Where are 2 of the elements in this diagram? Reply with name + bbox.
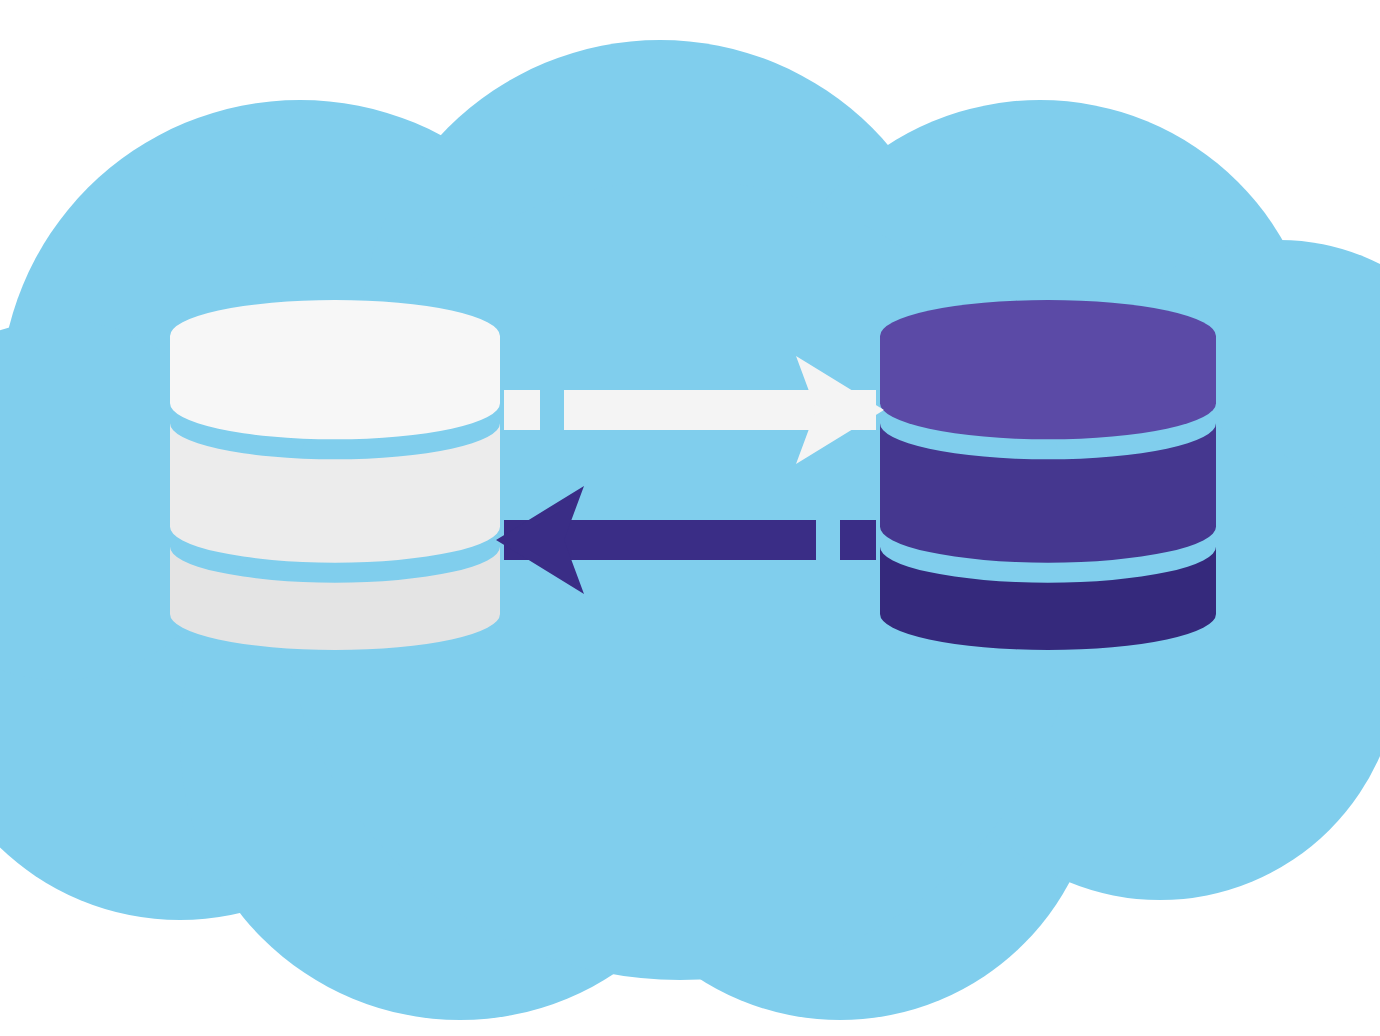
arrow [496,486,876,594]
arrow [504,356,884,464]
